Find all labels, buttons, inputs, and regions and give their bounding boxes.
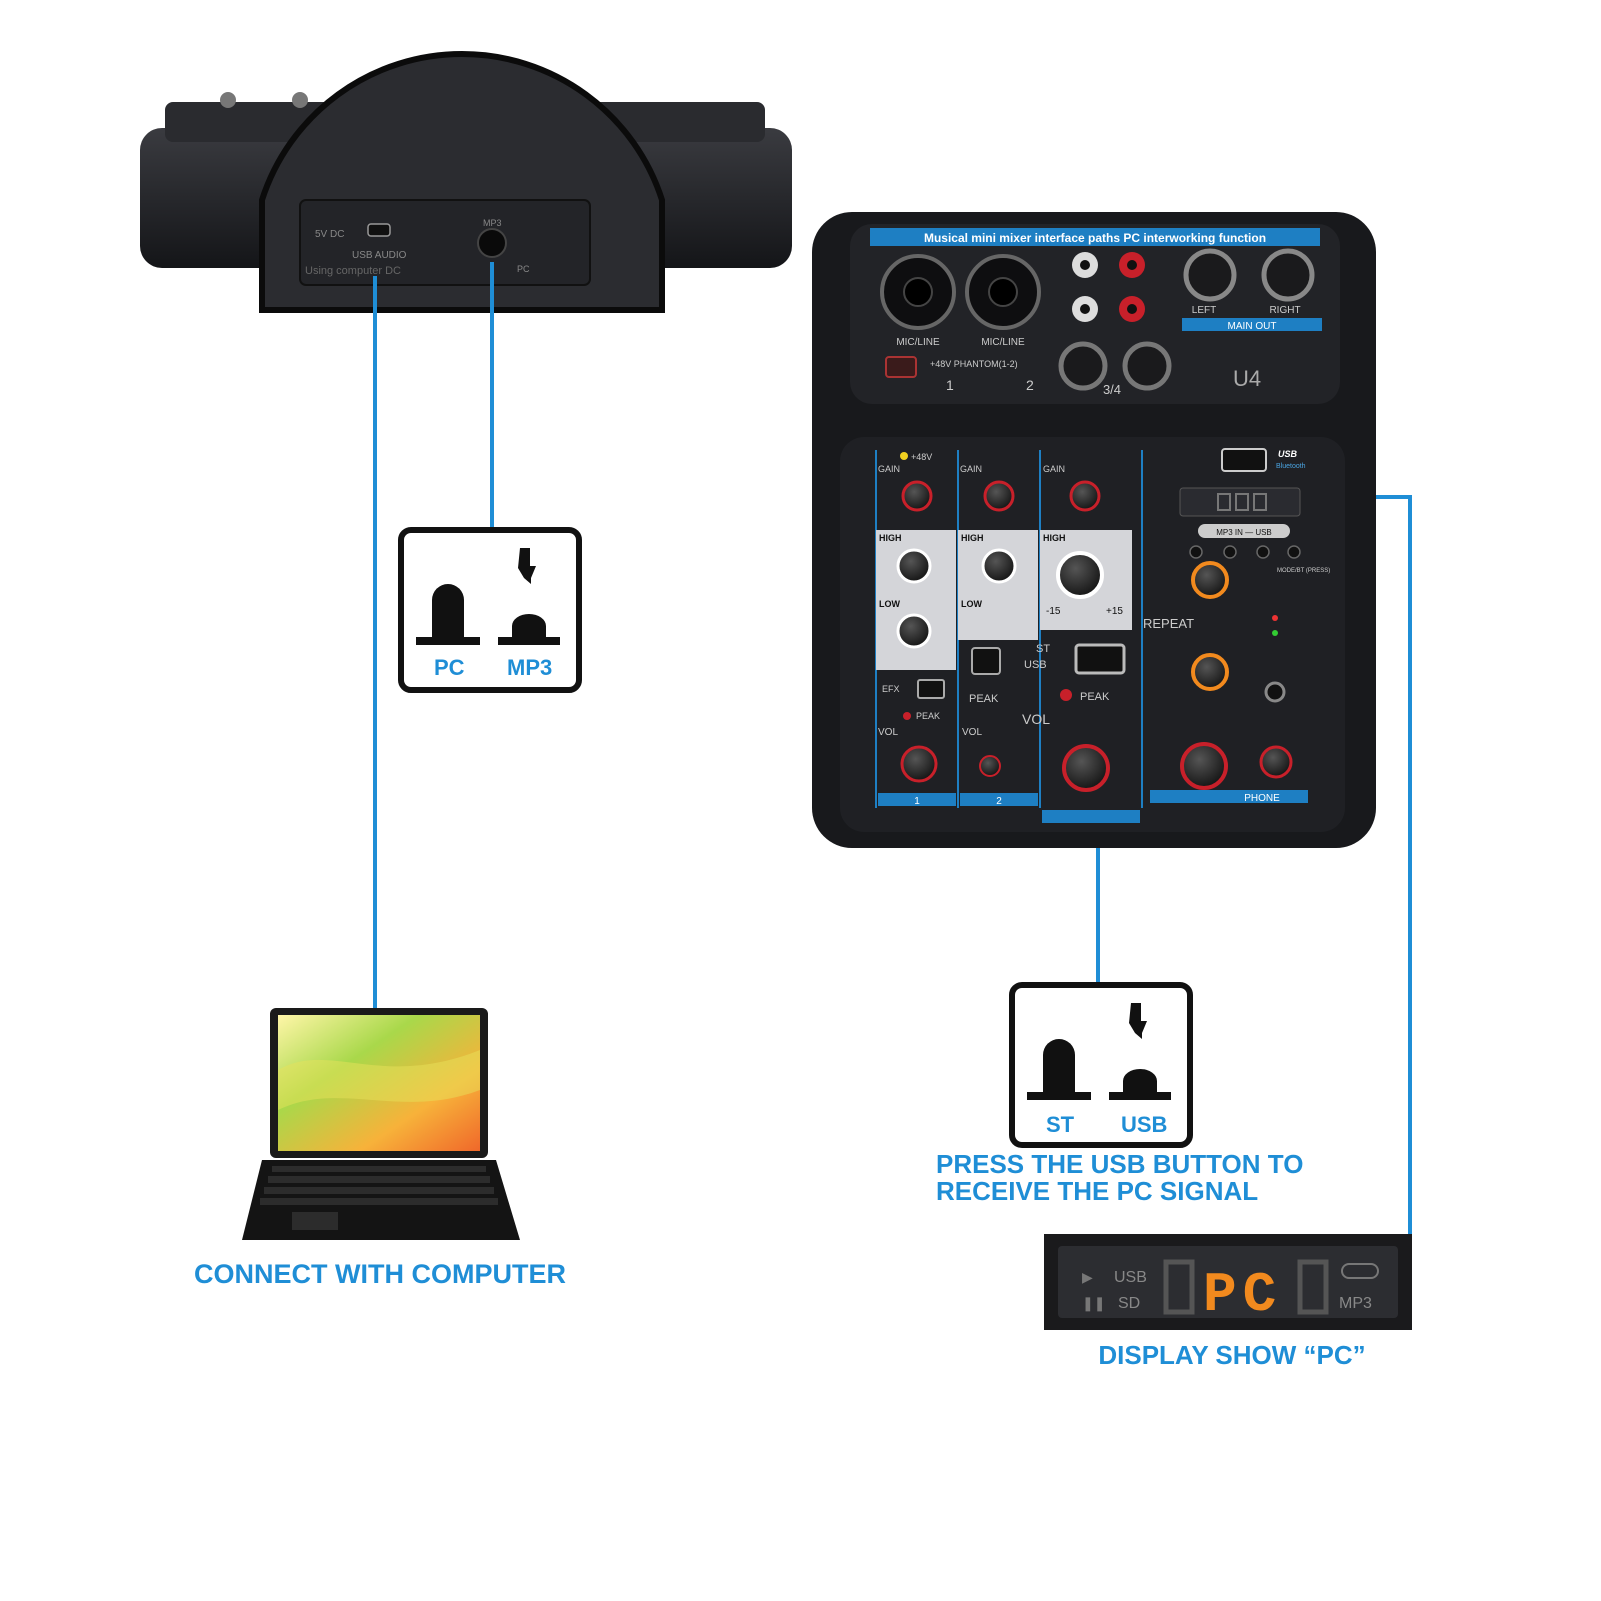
rca-jacks xyxy=(1072,252,1145,322)
small-display xyxy=(1179,487,1301,517)
bluetooth-label: Bluetooth xyxy=(1276,463,1306,470)
display-mp3-label: MP3 xyxy=(1339,1295,1372,1312)
mp3-label: MP3 xyxy=(483,218,502,228)
rear-caption: Using computer DC xyxy=(305,265,401,277)
xlr-combo-1 xyxy=(880,254,956,330)
gain-knobs xyxy=(901,480,1101,512)
mic-line-label-2: MIC/LINE xyxy=(981,337,1025,348)
echo-knob[interactable] xyxy=(1191,561,1229,599)
model-label: U4 xyxy=(1233,366,1261,391)
high-label-1: HIGH xyxy=(879,533,902,543)
phantom-label: +48V PHANTOM(1-2) xyxy=(930,359,1018,369)
dc-label: 5V DC xyxy=(315,229,344,240)
gain-label-1: GAIN xyxy=(878,464,900,474)
repeat-label: REPEAT xyxy=(1143,616,1194,631)
pc-label: PC xyxy=(517,264,530,274)
mode-label: MODE/BT (PRESS) xyxy=(1277,568,1330,574)
low-label-2: LOW xyxy=(961,599,982,609)
display-sd-label: SD xyxy=(1118,1295,1140,1312)
phone-label: PHONE xyxy=(1244,793,1280,804)
vol-label-2: VOL xyxy=(962,727,982,738)
usb-mode-label: USB xyxy=(1024,659,1047,671)
media-buttons[interactable] xyxy=(1189,545,1301,559)
st-usb-button[interactable] xyxy=(1074,643,1126,675)
mixer-banner-bg xyxy=(870,228,1320,246)
efx-label: EFX xyxy=(882,684,900,694)
display-repeat-icon xyxy=(1341,1263,1379,1279)
peak-label-3: PEAK xyxy=(1080,691,1110,703)
low-label-1: LOW xyxy=(879,599,900,609)
display-play-icon: ▶ xyxy=(1082,1269,1093,1285)
usb-port[interactable] xyxy=(1221,448,1267,472)
volume-knobs xyxy=(900,742,1293,792)
jack-4 xyxy=(1122,341,1172,391)
laptop-icon xyxy=(242,1008,520,1240)
usb-option-label: USB xyxy=(1121,1112,1167,1137)
st-usb-switch-diagram: ST USB xyxy=(1009,982,1193,1148)
ch2-button[interactable] xyxy=(971,647,1001,675)
rear-panel-device: 5V DC USB AUDIO MP3 PC Using computer DC xyxy=(140,51,792,313)
gain-label-2: GAIN xyxy=(960,464,982,474)
display-digit-4 xyxy=(1297,1259,1329,1315)
mixer-banner: Musical mini mixer interface paths PC in… xyxy=(924,231,1266,245)
repeat-knob[interactable] xyxy=(1191,653,1229,691)
micro-usb-port xyxy=(367,223,391,237)
ch2-label: 2 xyxy=(1026,377,1034,393)
main-out-left-jack xyxy=(1183,248,1237,302)
ch2-strip-label: 2 xyxy=(996,796,1002,807)
pointing-hand-icon-2 xyxy=(1129,1003,1147,1039)
pointing-hand-icon xyxy=(518,548,536,584)
ch1-strip-label: 1 xyxy=(914,796,920,807)
connect-caption: CONNECT WITH COMPUTER xyxy=(194,1259,566,1289)
usb-audio-label: USB AUDIO xyxy=(352,250,407,261)
display-pause-icon: ❚❚ xyxy=(1082,1295,1105,1312)
vol-label-3: VOL xyxy=(1022,711,1050,727)
high-label-2: HIGH xyxy=(961,533,984,543)
display-show-caption: DISPLAY SHOW “PC” xyxy=(1098,1340,1365,1370)
mixer-device: Musical mini mixer interface paths PC in… xyxy=(812,212,1376,848)
usb-logo-label: USB xyxy=(1278,449,1298,459)
st-option-label: ST xyxy=(1046,1112,1075,1137)
mp3-usb-strip: MP3 IN — USB xyxy=(1216,528,1272,537)
display-digit-1 xyxy=(1163,1259,1195,1315)
st-label: ST xyxy=(1036,643,1050,655)
gain-label-3: GAIN xyxy=(1043,464,1065,474)
press-caption-line1: PRESS THE USB BUTTON TO xyxy=(936,1149,1303,1179)
main-out-label: MAIN OUT xyxy=(1228,321,1277,332)
xlr-combo-2 xyxy=(965,254,1041,330)
mp3-option-label: MP3 xyxy=(507,655,552,680)
right-label: RIGHT xyxy=(1269,305,1300,316)
pc-mp3-switch[interactable] xyxy=(477,228,507,258)
mic-line-label-1: MIC/LINE xyxy=(896,337,940,348)
minus15-label: -15 xyxy=(1046,606,1061,617)
display-usb-label: USB xyxy=(1114,1269,1147,1286)
left-label: LEFT xyxy=(1192,305,1216,316)
main-out-right-jack xyxy=(1261,248,1315,302)
press-caption-line2: RECEIVE THE PC SIGNAL xyxy=(936,1176,1258,1206)
efx-button[interactable] xyxy=(917,679,945,699)
display-closeup: ▶ ❚❚ USB SD PC MP3 xyxy=(1044,1234,1412,1330)
eq-knobs xyxy=(896,548,1104,649)
peak-label-1: PEAK xyxy=(916,711,940,721)
high-label-3: HIGH xyxy=(1043,533,1066,543)
plus15-label: +15 xyxy=(1106,606,1123,617)
jack-3 xyxy=(1058,341,1108,391)
vol-label-1: VOL xyxy=(878,727,898,738)
phantom-button[interactable] xyxy=(885,356,917,378)
display-digits: PC xyxy=(1203,1263,1282,1327)
peak-label-2: PEAK xyxy=(969,693,999,705)
pc-option-label: PC xyxy=(434,655,465,680)
pc-mp3-switch-diagram: PC MP3 xyxy=(398,527,582,693)
plus48v-label: +48V xyxy=(911,452,932,462)
ch1-label: 1 xyxy=(946,377,954,393)
phone-jack xyxy=(1264,681,1286,703)
ch34-label: 3/4 xyxy=(1103,382,1121,397)
